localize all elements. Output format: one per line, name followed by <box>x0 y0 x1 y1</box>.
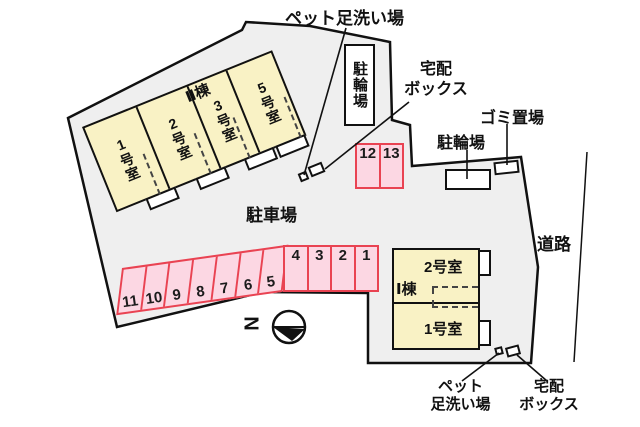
bicycle-parking-area-right <box>445 169 491 190</box>
label-bicycle-parking-right: 駐輪場 <box>437 135 486 152</box>
balcony <box>478 250 491 276</box>
parking-space-2: 2 <box>330 247 354 290</box>
balcony-divider-dash <box>432 306 478 308</box>
parking-space-7: 7 <box>210 253 240 301</box>
room-label: 2号室 <box>162 112 195 163</box>
label-delivery-box-bottom: 宅配 ボックス <box>519 378 579 413</box>
label-delivery-box-top: 宅配 ボックス <box>404 61 468 98</box>
bicycle-parking-box-top: 駐輪場 <box>344 44 375 126</box>
parking-space-4: 4 <box>291 247 300 264</box>
room-label: 5号室 <box>251 76 284 127</box>
room-label: 3号室 <box>207 94 240 145</box>
parking-space-5: 5 <box>257 246 287 294</box>
balcony <box>478 320 491 346</box>
bicycle-parking-box-label: 駐輪場 <box>351 61 368 109</box>
building-1-name: Ⅰ棟 <box>396 281 417 298</box>
parking-space-11: 11 <box>121 292 140 312</box>
parking-space-13: 13 <box>378 145 403 187</box>
north-label: N <box>241 316 264 331</box>
label-pet-wash-top: ペット足洗い場 <box>285 9 404 28</box>
room-label: 2号室 <box>424 259 463 276</box>
balcony-divider-dash <box>432 288 434 306</box>
parking-space-12: 12 <box>359 145 377 162</box>
parking-space-9: 9 <box>163 260 193 307</box>
label-pet-wash-bottom: ペット 足洗い場 <box>430 378 491 413</box>
parking-row-upper: 12 13 <box>355 143 404 189</box>
parking-space-10: 10 <box>139 263 169 310</box>
building-1: 2号室 Ⅰ棟 1号室 <box>392 248 491 350</box>
label-parking-lot: 駐車場 <box>246 206 297 225</box>
room-divider <box>394 302 478 304</box>
label-road: 道路 <box>537 235 571 254</box>
balcony-divider-dash <box>432 286 478 288</box>
parking-space-6: 6 <box>233 250 263 297</box>
road-line <box>573 151 588 363</box>
label-garbage-area: ゴミ置場 <box>480 110 545 127</box>
parking-space-8: 8 <box>186 256 216 304</box>
room-label: 1号室 <box>424 321 463 338</box>
room-label: 1号室 <box>110 133 143 184</box>
garbage-area-box <box>493 159 520 176</box>
parking-space-3: 3 <box>306 247 331 290</box>
parking-space-1: 1 <box>353 247 378 290</box>
parking-row-straight: 4 3 2 1 <box>283 245 379 292</box>
